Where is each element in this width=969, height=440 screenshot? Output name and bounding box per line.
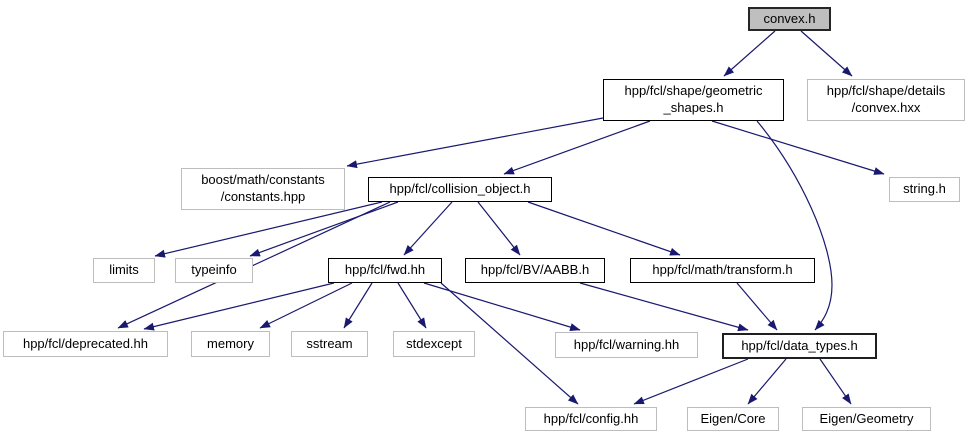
edge-data-types-h-to-eigen-geometry bbox=[819, 358, 852, 405]
node-collision-object-h[interactable]: hpp/fcl/collision_object.h bbox=[368, 177, 552, 202]
node-label: /convex.hxx bbox=[851, 100, 921, 115]
node-label: boost/math/constants bbox=[201, 172, 325, 188]
node-label: hpp/fcl/shape/geometric bbox=[624, 83, 763, 99]
edge-data-types-h-to-config-hh bbox=[633, 358, 749, 405]
node-memory: memory bbox=[191, 331, 270, 357]
node-label: stdexcept bbox=[406, 335, 462, 351]
node-convex-hxx: hpp/fcl/shape/details/convex.hxx bbox=[807, 79, 965, 121]
edge-collision-object-h-to-fwd-hh bbox=[403, 201, 453, 256]
node-label: hpp/fcl/BV/AABB.h bbox=[480, 262, 590, 278]
node-convex-h: convex.h bbox=[748, 7, 831, 31]
node-label: hpp/fcl/deprecated.hh bbox=[22, 335, 149, 351]
node-label: Eigen/Core bbox=[700, 410, 766, 426]
node-constants-hpp: boost/math/constants/constants.hpp bbox=[181, 168, 345, 210]
edge-convex-h-to-geometric-shapes-h bbox=[723, 30, 776, 77]
node-label: hpp/fcl/data_types.h bbox=[741, 337, 858, 353]
edge-fwd-hh-to-memory bbox=[259, 282, 353, 329]
node-stdexcept: stdexcept bbox=[393, 331, 475, 357]
node-label: hpp/fcl/shape/details bbox=[826, 83, 946, 99]
edge-geometric-shapes-h-to-constants-hpp bbox=[346, 117, 604, 169]
node-label: hpp/fcl/collision_object.h bbox=[389, 181, 531, 197]
edge-fwd-hh-to-stdexcept bbox=[397, 282, 427, 329]
edge-math-transform-h-to-data-types-h bbox=[736, 282, 778, 331]
node-eigen-geometry: Eigen/Geometry bbox=[802, 407, 931, 431]
node-label: hpp/fcl/warning.hh bbox=[573, 336, 680, 352]
node-label: convex.h bbox=[763, 10, 816, 26]
node-fwd-hh[interactable]: hpp/fcl/fwd.hh bbox=[328, 258, 442, 283]
node-math-transform-h[interactable]: hpp/fcl/math/transform.h bbox=[630, 258, 815, 283]
edge-geometric-shapes-h-to-data-types-h bbox=[756, 120, 833, 331]
node-label: /constants.hpp bbox=[220, 189, 306, 204]
node-string-h: string.h bbox=[889, 177, 960, 202]
edge-convex-h-to-convex-hxx bbox=[800, 30, 853, 77]
node-warning-hh: hpp/fcl/warning.hh bbox=[555, 332, 698, 358]
edge-data-types-h-to-eigen-core bbox=[747, 358, 787, 405]
node-label: _shapes.h bbox=[663, 100, 724, 115]
node-label: hpp/fcl/fwd.hh bbox=[344, 262, 426, 278]
edge-collision-object-h-to-limits bbox=[154, 201, 383, 258]
edge-geometric-shapes-h-to-collision-object-h bbox=[503, 120, 651, 175]
node-label: memory bbox=[207, 335, 254, 351]
node-deprecated-hh: hpp/fcl/deprecated.hh bbox=[3, 331, 168, 357]
node-label: sstream bbox=[306, 335, 353, 351]
edge-collision-object-h-to-bv-aabb-h bbox=[477, 201, 521, 256]
node-limits: limits bbox=[93, 258, 155, 283]
node-data-types-h[interactable]: hpp/fcl/data_types.h bbox=[722, 333, 877, 359]
node-geometric-shapes-h[interactable]: hpp/fcl/shape/geometric_shapes.h bbox=[603, 79, 784, 121]
node-config-hh: hpp/fcl/config.hh bbox=[525, 407, 657, 431]
node-label: string.h bbox=[903, 181, 946, 197]
node-label: hpp/fcl/config.hh bbox=[543, 410, 639, 426]
node-label: typeinfo bbox=[191, 262, 237, 278]
edge-geometric-shapes-h-to-string-h bbox=[711, 120, 885, 175]
edge-collision-object-h-to-typeinfo bbox=[249, 201, 399, 257]
edge-fwd-hh-to-sstream bbox=[343, 282, 373, 329]
edge-collision-object-h-to-math-transform-h bbox=[527, 201, 681, 256]
node-eigen-core: Eigen/Core bbox=[687, 407, 779, 431]
node-label: Eigen/Geometry bbox=[819, 410, 914, 426]
edge-bv-aabb-h-to-data-types-h bbox=[579, 282, 749, 332]
edge-fwd-hh-to-warning-hh bbox=[423, 282, 581, 331]
node-bv-aabb-h[interactable]: hpp/fcl/BV/AABB.h bbox=[465, 258, 605, 283]
node-typeinfo: typeinfo bbox=[175, 258, 253, 283]
node-sstream: sstream bbox=[291, 331, 368, 357]
node-label: hpp/fcl/math/transform.h bbox=[652, 262, 793, 278]
node-label: limits bbox=[109, 262, 139, 278]
edge-fwd-hh-to-deprecated-hh bbox=[143, 282, 335, 331]
